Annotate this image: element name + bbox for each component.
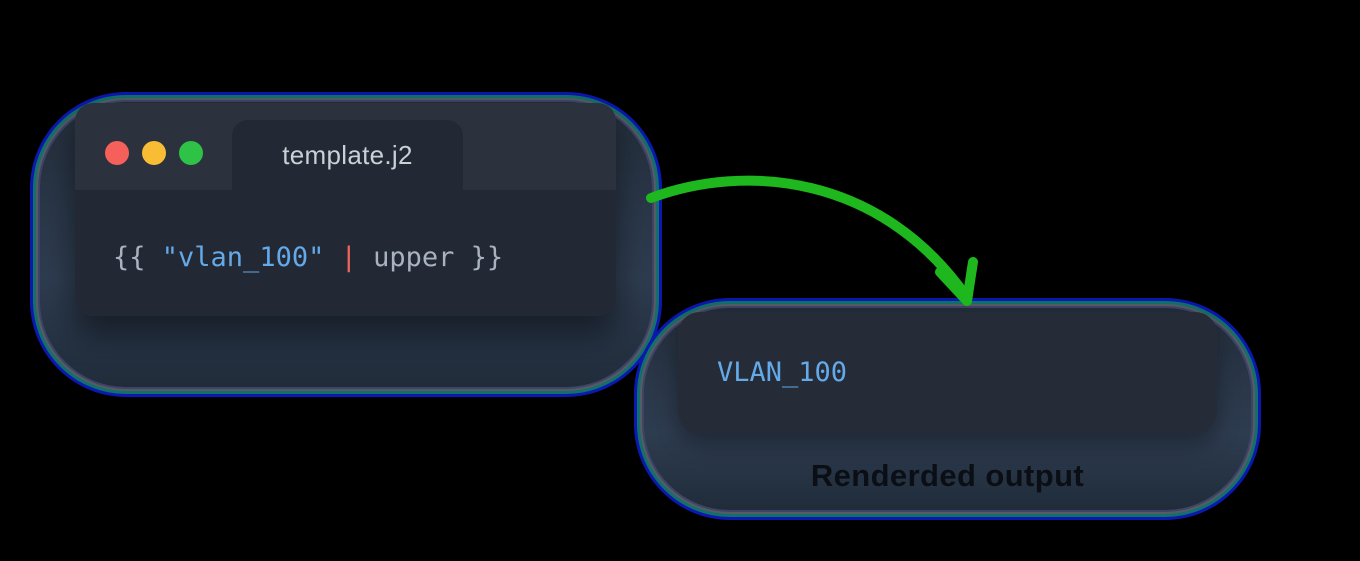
code-token: "vlan_100" [161, 242, 325, 273]
output-box: VLAN_100 [678, 312, 1217, 433]
code-token: }} [470, 242, 504, 273]
close-button[interactable] [105, 141, 129, 165]
arrow-curve [646, 175, 971, 301]
template-card: template.j2 {{ "vlan_100" | upper }} [40, 102, 652, 387]
editor-titlebar: template.j2 [75, 103, 616, 190]
output-card: VLAN_100 Renderded output [644, 308, 1251, 510]
code-line: {{ "vlan_100" | upper }} [113, 242, 503, 274]
minimize-button[interactable] [142, 141, 166, 165]
code-token: upper [356, 242, 471, 273]
editor-window: template.j2 {{ "vlan_100" | upper }} [75, 103, 616, 316]
code-token: | [340, 242, 357, 273]
rendered-output-text: VLAN_100 [717, 357, 848, 388]
code-token [324, 242, 340, 273]
code-token: {{ [113, 242, 162, 273]
window-controls [105, 141, 203, 165]
tab-template-j2[interactable]: template.j2 [232, 120, 463, 190]
tab-label: template.j2 [282, 139, 413, 170]
output-caption: Renderded output [810, 458, 1085, 493]
arrow-head [935, 257, 978, 306]
maximize-button[interactable] [179, 141, 203, 165]
code-editor[interactable]: {{ "vlan_100" | upper }} [75, 190, 616, 316]
